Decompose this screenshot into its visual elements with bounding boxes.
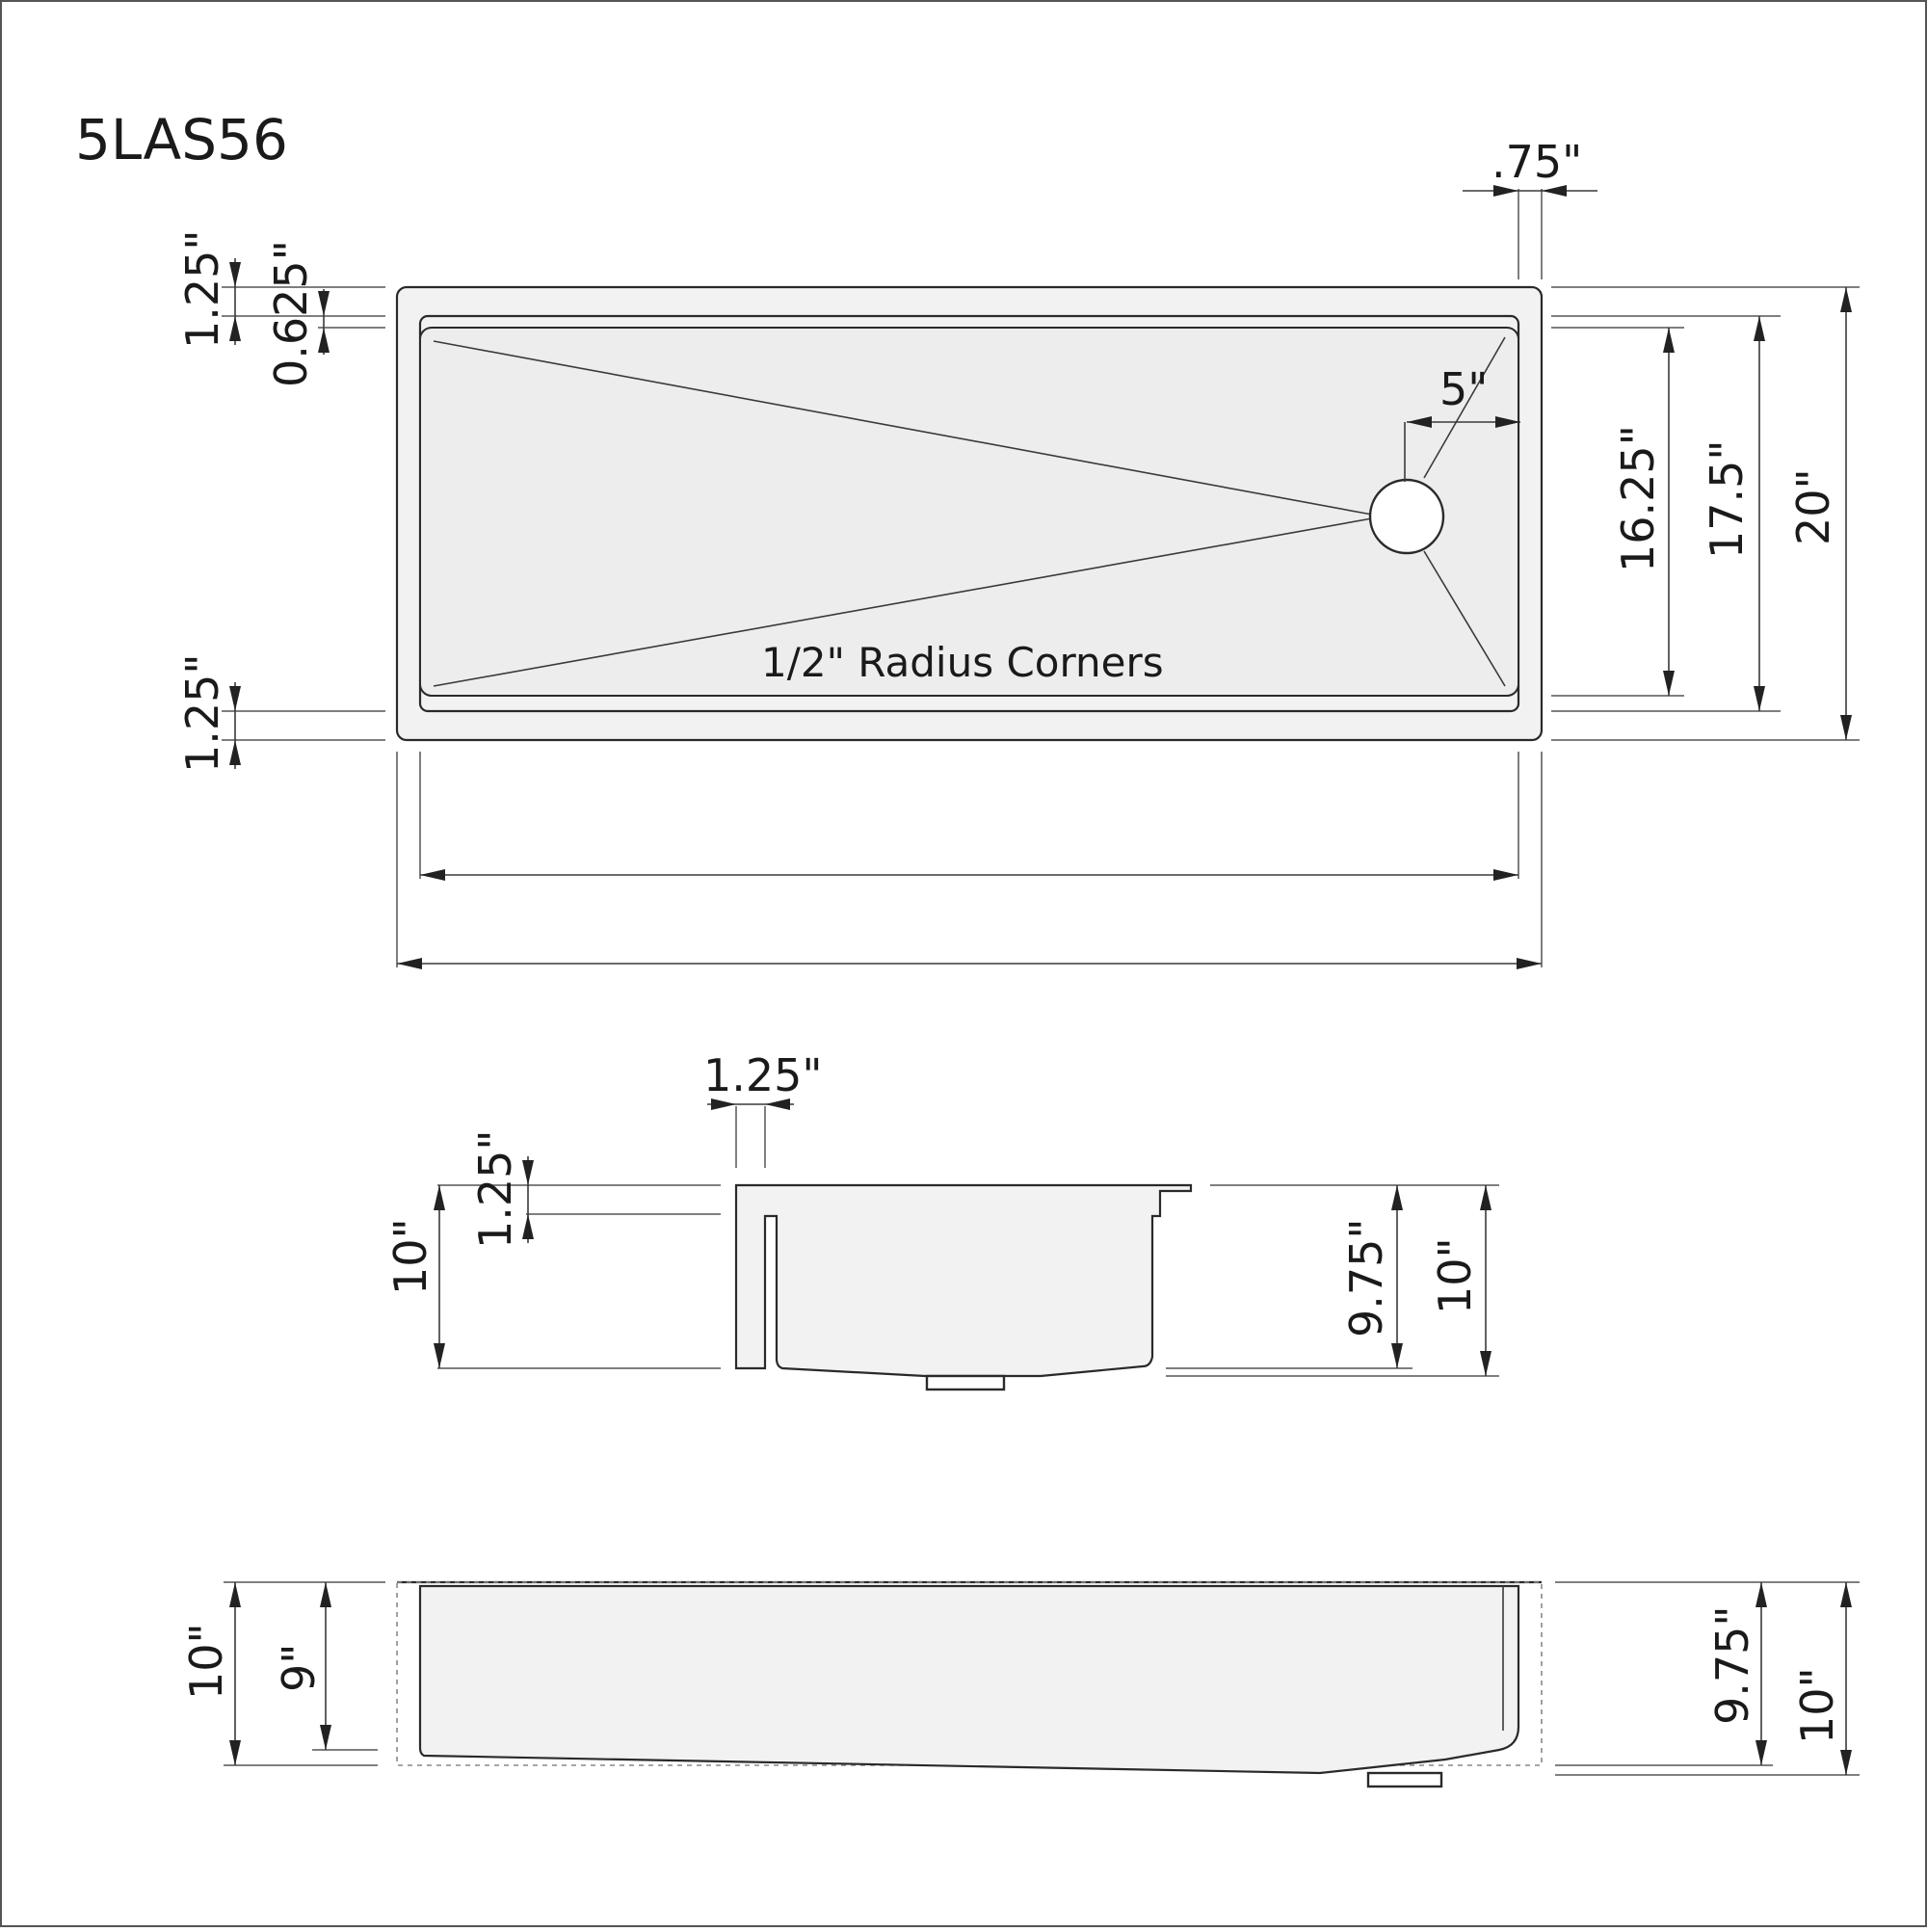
arrow <box>1755 1582 1767 1607</box>
slope-line-upper <box>433 340 1373 516</box>
arrow <box>1755 1740 1767 1765</box>
arrow <box>397 958 422 969</box>
arrow <box>1493 869 1518 881</box>
arrow <box>434 1343 445 1368</box>
arrow <box>320 1582 331 1607</box>
ledge-label: 0.625" <box>265 240 317 387</box>
drain-offset-label: 5" <box>1439 363 1488 415</box>
arrow <box>1493 185 1518 197</box>
arrow <box>1840 287 1852 312</box>
ledge-drop-label: 1.25" <box>469 1129 521 1249</box>
arrow <box>229 740 241 765</box>
side-drain <box>925 1374 1006 1391</box>
slope-line-lower <box>433 517 1373 687</box>
arrow <box>765 1098 790 1110</box>
side-profile <box>734 1183 1193 1378</box>
front-view: 10" 9" 9.75" 10" <box>180 1580 1860 1788</box>
top-view: 5" 1/2" Radius Corners .75" 1.25" 0.625"… <box>176 136 1860 969</box>
arrow <box>1663 671 1675 696</box>
front-basin <box>418 1584 1520 1775</box>
arrow <box>1407 416 1432 428</box>
arrow <box>1480 1351 1491 1376</box>
left-height-label: 10" <box>384 1218 436 1295</box>
front-drain <box>1366 1771 1443 1788</box>
arrow <box>434 1185 445 1210</box>
overall-height-label: 10" <box>180 1623 232 1700</box>
arrow <box>1840 715 1852 740</box>
arrow <box>1391 1343 1403 1368</box>
arrow <box>1517 958 1542 969</box>
ledge-depth-label: 17.5" <box>1701 439 1753 559</box>
deep-height-label: 10" <box>1791 1667 1843 1744</box>
wall-thickness-label: 1.25" <box>703 1049 823 1101</box>
arrow <box>522 1214 534 1239</box>
arrow <box>1480 1185 1491 1210</box>
arrow <box>318 328 330 353</box>
slope-line-lower-right <box>1423 550 1506 687</box>
deep-inner-height-label: 9.75" <box>1706 1605 1758 1725</box>
arrow <box>1663 328 1675 353</box>
arrow <box>711 1098 736 1110</box>
arrow <box>229 686 241 711</box>
arrow <box>1542 185 1567 197</box>
flange-width-label: .75" <box>1491 136 1582 188</box>
arrow <box>229 1582 241 1607</box>
right-inner-height-label: 9.75" <box>1340 1218 1392 1337</box>
arrow <box>1840 1582 1852 1607</box>
arrow <box>1754 316 1765 341</box>
overall-depth-label: 20" <box>1787 468 1839 545</box>
arrow <box>1391 1185 1403 1210</box>
bottom-rim-label: 1.25" <box>176 653 228 773</box>
drain-circle <box>1368 478 1445 555</box>
arrow <box>1754 686 1765 711</box>
side-view: 1.25" 1.25" 10" 9.75" 10" <box>384 1049 1499 1391</box>
arrow <box>1840 1750 1852 1775</box>
arrow <box>229 316 241 341</box>
arrow <box>420 869 445 881</box>
arrow <box>320 1725 331 1750</box>
top-rim-label: 1.25" <box>176 229 228 349</box>
slope-line-upper-right <box>1423 336 1506 479</box>
arrow <box>522 1160 534 1185</box>
model-title: 5LAS56 <box>75 107 288 172</box>
arrow <box>318 291 330 316</box>
arrow <box>229 262 241 287</box>
right-height-label: 10" <box>1429 1237 1481 1314</box>
arrow <box>1495 416 1520 428</box>
radius-note: 1/2" Radius Corners <box>761 639 1164 686</box>
inner-depth-label: 16.25" <box>1612 425 1664 572</box>
arrow <box>229 1740 241 1765</box>
sink-basin <box>419 327 1519 697</box>
shallow-height-label: 9" <box>273 1644 325 1692</box>
